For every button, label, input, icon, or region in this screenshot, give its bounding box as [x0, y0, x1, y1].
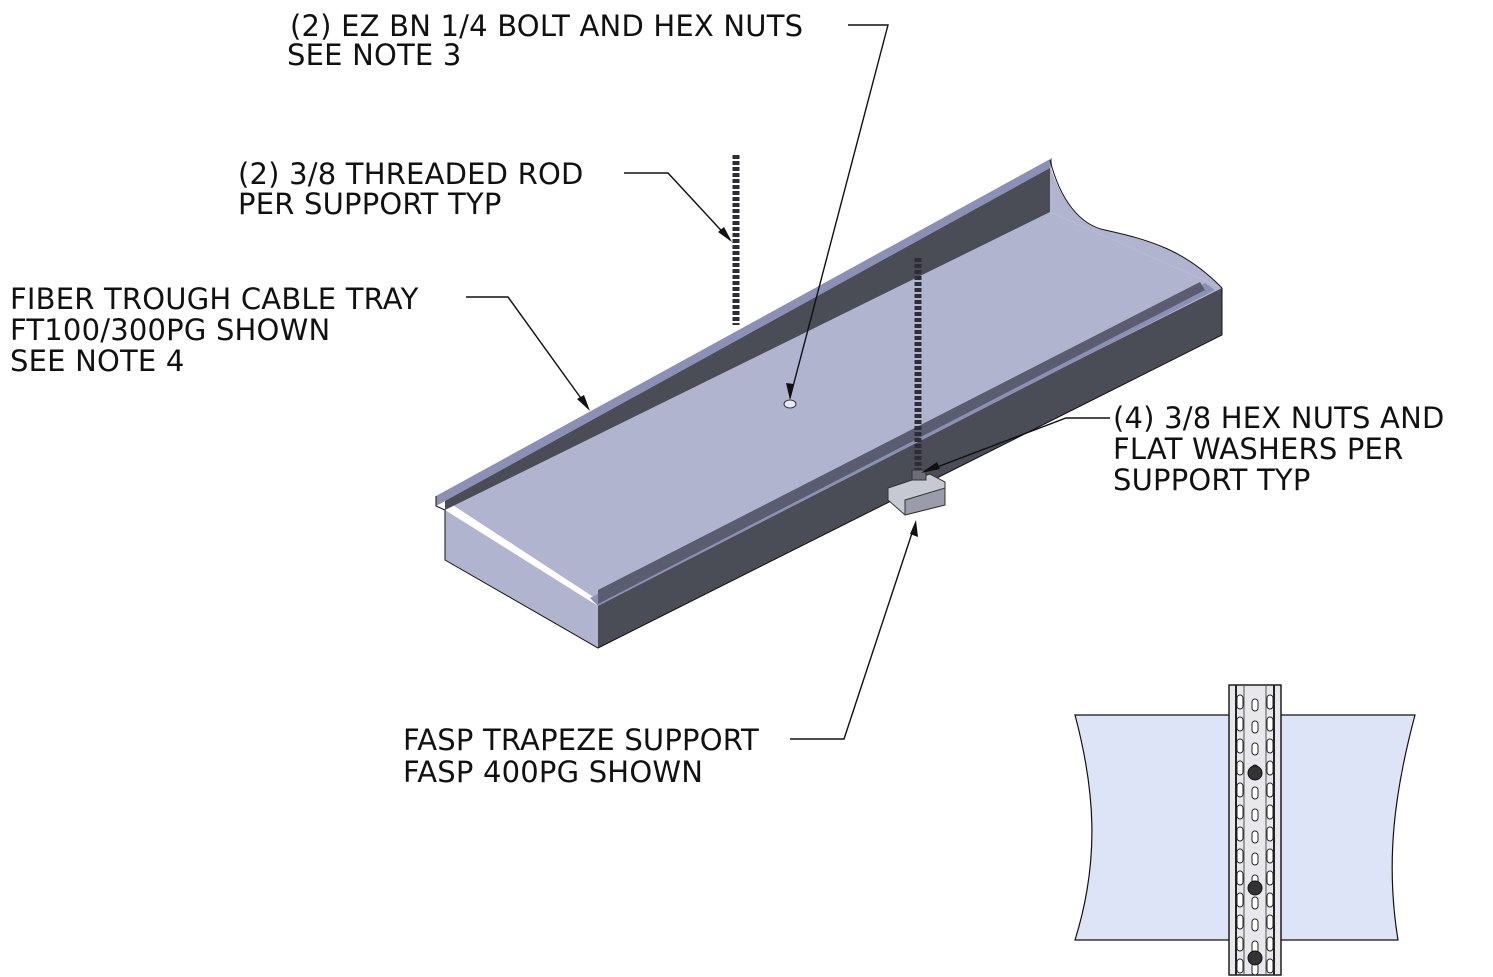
strut-slot — [1266, 848, 1274, 864]
strut-slot — [1236, 914, 1244, 930]
callout-nuts: (4) 3/8 HEX NUTS AND FLAT WASHERS PER SU… — [1113, 401, 1454, 497]
strut-slot — [1236, 738, 1244, 754]
arrowhead-bolt — [786, 383, 794, 400]
callout-support-line-1: FASP TRAPEZE SUPPORT — [403, 723, 759, 757]
tray-back-curl-outline — [1049, 159, 1223, 289]
strut-slot — [1266, 870, 1274, 886]
tray-floor — [445, 212, 1222, 600]
strut-slot — [1266, 936, 1274, 952]
tray-back-lip — [436, 158, 1052, 506]
leader-tray — [466, 296, 589, 409]
arrowhead-support — [910, 520, 918, 537]
plan-bolt-head — [1247, 880, 1263, 896]
strut-slot — [1251, 698, 1259, 712]
callout-bolt: (2) EZ BN 1/4 BOLT AND HEX NUTS SEE NOTE… — [287, 9, 813, 72]
strut-slot — [1266, 782, 1274, 798]
tray-front-end — [445, 510, 598, 648]
strut-slot — [1236, 936, 1244, 952]
plan-bolt-head — [1247, 765, 1263, 781]
strut-slot — [1266, 892, 1274, 908]
arrowhead-tray — [577, 395, 590, 411]
strut-slot — [1251, 742, 1259, 756]
bolt-hole — [783, 399, 797, 409]
tray-front-wall — [598, 288, 1222, 648]
strut-slot — [1251, 720, 1259, 734]
strut-slot — [1251, 808, 1259, 822]
callout-tray: FIBER TROUGH CABLE TRAY FT100/300PG SHOW… — [10, 282, 428, 378]
strut-slot — [1251, 896, 1259, 910]
leader-bolt — [789, 24, 889, 399]
strut-slot — [1251, 852, 1259, 866]
callout-support: FASP TRAPEZE SUPPORT FASP 400PG SHOWN — [403, 723, 768, 789]
callout-bolt-line-2: SEE NOTE 3 — [287, 38, 462, 72]
tray-back-curl — [1050, 165, 1222, 288]
callout-tray-line-3: SEE NOTE 4 — [10, 344, 185, 378]
strut-slot — [1236, 848, 1244, 864]
arrowhead-rod — [718, 227, 732, 242]
plan-strut-slots — [1236, 694, 1274, 976]
trapeze-support-bracket — [887, 469, 946, 516]
callout-nuts-line-3: SUPPORT TYP — [1113, 463, 1311, 497]
strut-slot — [1266, 914, 1274, 930]
callout-bolt-line-1: (2) EZ BN 1/4 BOLT AND HEX NUTS — [290, 9, 803, 43]
strut-slot — [1266, 760, 1274, 776]
leader-support — [790, 523, 916, 740]
strut-slot — [1236, 760, 1244, 776]
strut-slot — [1266, 826, 1274, 842]
plan-view — [1074, 684, 1416, 976]
strut-slot — [1251, 830, 1259, 844]
plan-bolt-head — [1247, 950, 1263, 966]
strut-slot — [1266, 958, 1274, 974]
strut-slot — [1236, 826, 1244, 842]
strut-slot — [1236, 716, 1244, 732]
callout-nuts-line-1: (4) 3/8 HEX NUTS AND — [1113, 401, 1445, 435]
strut-slot — [1236, 892, 1244, 908]
strut-slot — [1236, 870, 1244, 886]
callout-rod-line-1: (2) 3/8 THREADED ROD — [238, 157, 584, 191]
leader-rod — [624, 172, 731, 241]
leader-nuts — [923, 417, 1110, 473]
tray-back-wall-shadow — [445, 190, 1050, 500]
callout-nuts-line-2: FLAT WASHERS PER — [1113, 432, 1403, 466]
strut-slot — [1236, 782, 1244, 798]
strut-slot — [1251, 786, 1259, 800]
strut-slot — [1236, 958, 1244, 974]
arrowhead-nuts — [921, 462, 940, 473]
callout-rod-line-2: PER SUPPORT TYP — [238, 187, 502, 221]
callout-rod: (2) 3/8 THREADED ROD PER SUPPORT TYP — [238, 157, 593, 221]
callout-tray-line-2: FT100/300PG SHOWN — [10, 313, 330, 347]
strut-slot — [1266, 694, 1274, 710]
strut-slot — [1266, 738, 1274, 754]
strut-slot — [1266, 804, 1274, 820]
isometric-view — [435, 155, 1223, 649]
strut-slot — [1236, 694, 1244, 710]
tray-outline — [435, 288, 1223, 649]
strut-slot — [1236, 804, 1244, 820]
leader-lines — [466, 24, 1110, 740]
tray-front-lip-slot — [598, 282, 1205, 604]
callout-support-line-2: FASP 400PG SHOWN — [403, 755, 703, 789]
strut-slot — [1266, 716, 1274, 732]
strut-slot — [1251, 918, 1259, 932]
callout-tray-line-1: FIBER TROUGH CABLE TRAY — [10, 282, 419, 316]
